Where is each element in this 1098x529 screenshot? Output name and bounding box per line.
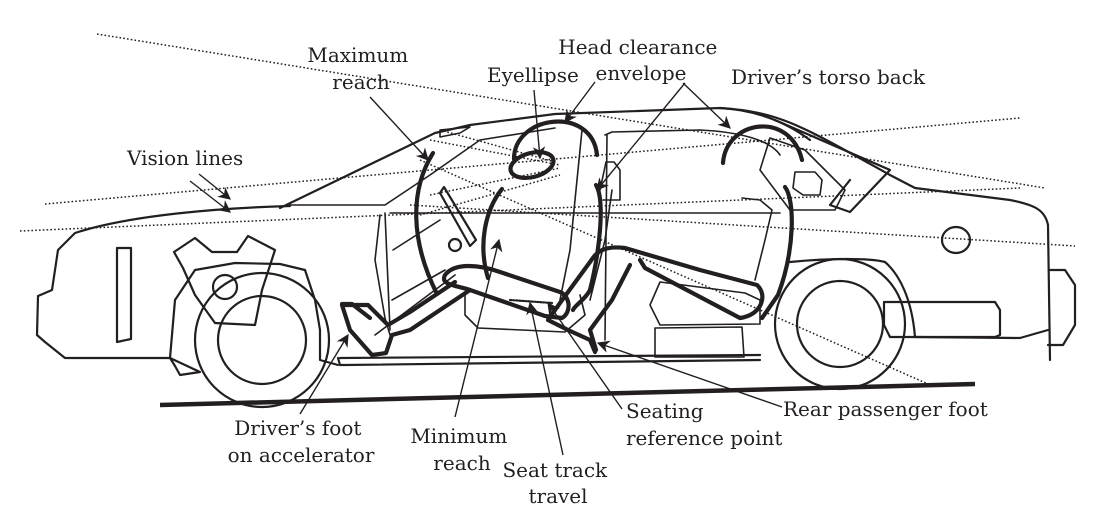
- leader-lines: [189, 81, 783, 456]
- rear-passenger-figure: [545, 124, 823, 358]
- label-seat-track-travel: Seat track travel: [502, 458, 613, 508]
- steering-column: [438, 185, 478, 248]
- headlamp: [115, 246, 133, 344]
- rear-seat-back: [741, 197, 773, 281]
- rear-tire: [773, 257, 907, 391]
- driver-shoe: [339, 301, 373, 321]
- b-pillar: [604, 129, 781, 156]
- front-wheel-arch: [168, 261, 340, 367]
- driver-seat-base: [464, 291, 586, 333]
- label-head-clearance-envelope: Head clearance envelope: [558, 35, 723, 85]
- vision-line-2: [19, 187, 1021, 232]
- eyellipse-leader: [532, 89, 546, 160]
- vision-line-3: [409, 204, 1076, 247]
- vision-line-a: [429, 139, 561, 166]
- label-minimum-reach: Minimum reach: [410, 424, 513, 475]
- head-clearance-arc: [511, 119, 600, 162]
- rear-passenger-foot-leader: [596, 340, 783, 408]
- front-hub-cap: [211, 273, 239, 301]
- maximum-reach-leader: [369, 96, 429, 161]
- head-clearance-leader: [564, 81, 596, 124]
- label-eyellipse: Eyellipse: [487, 63, 579, 87]
- rear-bumper-panel: [882, 300, 1002, 339]
- hood-and-front: [35, 204, 292, 377]
- rear-wheel-arch: [788, 257, 917, 339]
- eyellipse: [508, 149, 556, 181]
- vision-line-b: [429, 167, 561, 196]
- minimum-reach-leader: [454, 238, 503, 418]
- vision-line-down: [419, 159, 929, 385]
- rocker-panel: [336, 356, 762, 367]
- driver-seat-back: [559, 129, 613, 301]
- labels: Vision lines Maximum reach Eyellipse Hea…: [126, 35, 988, 508]
- rear-seat-cushion: [649, 281, 761, 326]
- label-rear-passenger-foot: Rear passenger foot: [783, 397, 988, 421]
- windshield-inner: [289, 127, 556, 206]
- label-seating-reference-point: Seating reference point: [626, 399, 782, 450]
- driver-shin-line: [374, 274, 456, 336]
- seat-track-ticks: [508, 298, 554, 305]
- dash-top-panel: [439, 126, 471, 138]
- seating-reference-point-leader: [547, 301, 623, 410]
- vision-lines-leader-2: [189, 180, 231, 213]
- front-rim: [216, 294, 308, 386]
- roof-rear: [718, 106, 1052, 362]
- label-maximum-reach: Maximum reach: [307, 43, 414, 94]
- label-drivers-torso-back: Driver’s torso back: [731, 65, 926, 89]
- rear-passenger-leg: [587, 257, 743, 353]
- driver-figure: [339, 119, 621, 358]
- rear-quarter-window: [773, 118, 892, 214]
- fuel-cap: [940, 225, 972, 255]
- front-tire: [193, 271, 331, 409]
- rear-head-clearance-arc: [720, 124, 805, 166]
- wheels: [193, 257, 907, 409]
- maximum-reach-arc: [414, 150, 440, 297]
- sill-line: [338, 353, 762, 360]
- vision-lines-leader-1: [198, 173, 231, 200]
- label-drivers-foot-on-accelerator: Driver’s foot on accelerator: [228, 416, 375, 467]
- strut-tower: [172, 234, 277, 327]
- rear-headrest: [792, 171, 823, 196]
- instrument-panel: [384, 212, 446, 331]
- steering-hub: [447, 237, 463, 253]
- head-clearance-rear-leader: [682, 82, 731, 129]
- driver-headrest: [599, 161, 621, 201]
- seat-track-travel-leader: [526, 301, 564, 456]
- ground-line: [159, 381, 976, 408]
- rear-passenger-back: [759, 184, 794, 321]
- torso-back-leader: [596, 82, 686, 191]
- rear-rim: [795, 279, 885, 369]
- driver-thigh: [441, 263, 571, 321]
- driver-torso-back: [570, 182, 603, 313]
- rear-seat-base: [654, 326, 745, 358]
- rear-bumper: [1046, 268, 1077, 347]
- driver-foot-leader: [299, 333, 349, 415]
- vision-line-c: [419, 174, 561, 216]
- rear-window-frame: [759, 137, 846, 211]
- label-vision-lines: Vision lines: [126, 146, 243, 170]
